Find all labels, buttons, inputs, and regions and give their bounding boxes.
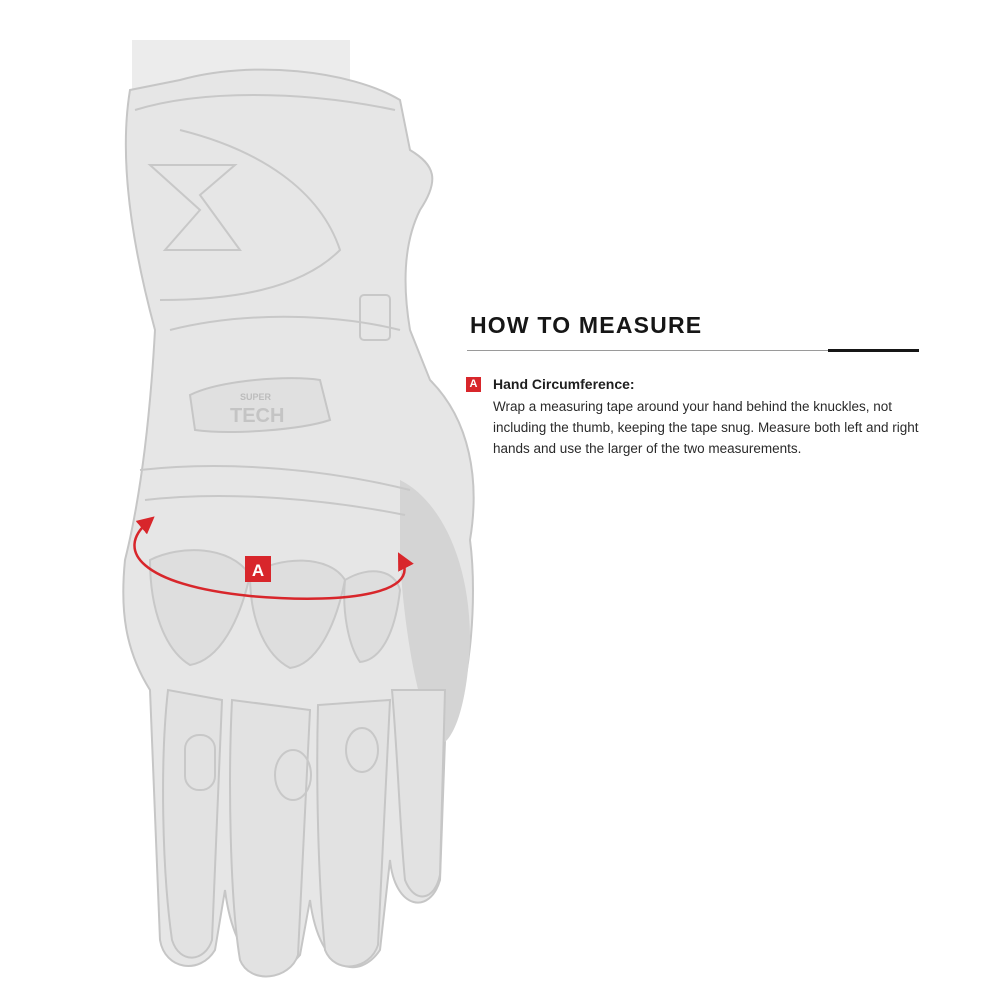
measure-marker-a: A [245, 556, 271, 582]
logo-text: TECH [230, 405, 284, 427]
measurement-marker-badge: A [466, 377, 481, 392]
logo-small-text: SUPER [240, 392, 272, 402]
glove-body [122, 68, 475, 978]
knuckle-guards [148, 549, 402, 670]
finger-pads [184, 727, 379, 801]
title-divider-accent [828, 349, 919, 352]
title-divider [467, 350, 919, 351]
measuring-tape-line [133, 516, 414, 600]
measure-marker-a-label: A [252, 561, 264, 580]
cuff-details [134, 94, 411, 516]
section-title: HOW TO MEASURE [470, 312, 703, 338]
measurement-label: Hand Circumference: [493, 376, 635, 392]
measurement-description: Wrap a measuring tape around your hand b… [493, 399, 919, 456]
logo-badge: SUPER TECH [188, 377, 332, 433]
